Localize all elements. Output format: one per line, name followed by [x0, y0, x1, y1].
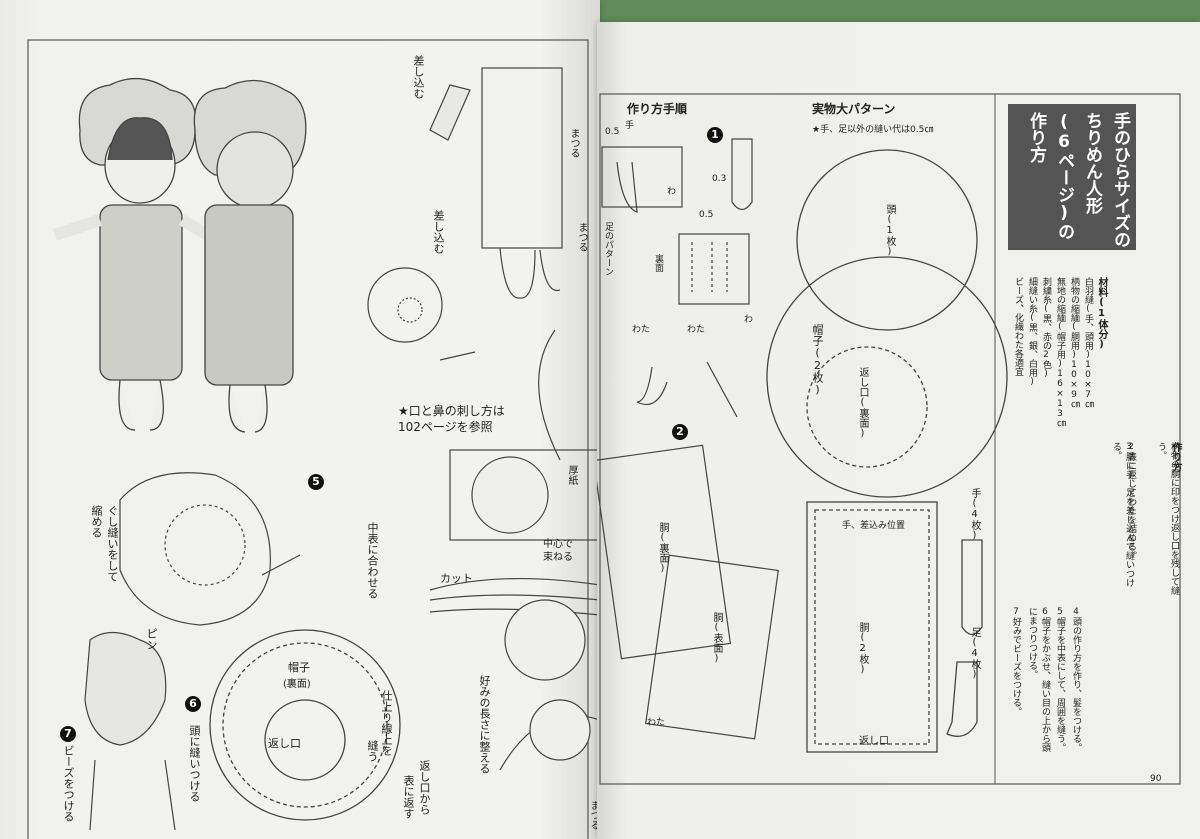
seam-allowance-note: ★手、足以外の縫い代は0.5㎝ [812, 125, 934, 135]
right-page-illustrations [597, 93, 1181, 785]
label-urame-r: 裏面 [653, 254, 663, 272]
step-2-badge: 2 [672, 424, 688, 440]
embroidery-hoop-diagram [367, 267, 561, 461]
label-dou-urame: 胴(裏面) [657, 522, 668, 574]
label-wata-1: わた [632, 325, 651, 335]
heading-jitsubutsu: 実物大パターン [812, 102, 896, 116]
label-atama-nui: 頭に縫いつける [188, 725, 201, 802]
label-gushi-nui: ぐし縫いをして [106, 505, 119, 582]
label-atsugami: 厚紙 [566, 465, 577, 485]
method-step-5: 5帽子を中表にして、周囲を縫う。 [1055, 607, 1065, 752]
label-kaeshiguchi-urame: 返し口(裏面) [857, 367, 868, 439]
label-chushin: 中心で [543, 539, 573, 550]
label-atama: 頭(1枚) [884, 204, 895, 257]
mouth-nose-note-2: 102ページを参照 [398, 420, 493, 434]
method-header: 作り方 [1170, 442, 1181, 472]
method-step-3: 3胴に手、足を差し込んで縫いつける。 [1111, 442, 1134, 587]
hat-gathering-diagram [119, 472, 301, 626]
method-step-6: 6帽子をかぶせ、縫い目の上から頭にまつりつける。 [1027, 607, 1050, 752]
label-kaeshi-from-2: 表に返す [402, 775, 415, 819]
label-tabaneru: 束ねる [543, 552, 573, 563]
method-step-2: 2表に返してわたを詰める。 [1126, 442, 1136, 560]
label-kaeshi-from-1: 返し口から [418, 760, 431, 815]
label-te-pattern: 手(4枚) [969, 488, 980, 541]
materials-line-1: 白羽縫(手、頭用)10×7㎝ [1083, 277, 1093, 409]
label-te-sashikomi: 手、差込み位置 [842, 521, 906, 531]
label-kaeshiguchi-r: 返し口 [859, 736, 889, 747]
step1-diagrams [601, 138, 753, 418]
label-boushi: 帽子 [288, 661, 310, 674]
mouth-nose-note-1: ★口と鼻の刺し方は [398, 404, 505, 418]
materials-section: 材料(1体分) 白羽縫(手、頭用)10×7㎝ 柄物の縮緬(胴用)10×9㎝ 無地… [1009, 272, 1109, 452]
label-wata-2: わた [687, 325, 706, 335]
materials-line-2: 柄物の縮緬(胴用)10×9㎝ [1069, 277, 1079, 409]
materials-line-5: 細縫い糸(黒、銀、白用) [1027, 277, 1037, 387]
label-matsuri-3: まつる [588, 800, 599, 830]
body-insert-diagram [429, 67, 563, 299]
label-nakaomote: 中表に合わせる [366, 522, 379, 599]
label-wa-2: わ [744, 315, 754, 325]
label-dou-omote: 胴(表面) [711, 612, 722, 664]
label-pin: ピン [145, 628, 158, 650]
label-ashi-pattern2: 足(4枚) [969, 627, 980, 680]
label-shiage-1: 仕上り線上を [380, 690, 393, 756]
step-1-badge: 1 [707, 127, 723, 143]
left-page: 差し込む まつる 差し込む まつる ★口と鼻の刺し方は 102ページを参照 ぐし… [0, 0, 600, 839]
label-kaeshiguchi: 返し口 [268, 737, 301, 750]
dim-03: 0.3 [712, 174, 727, 184]
dim-05a: 0.5 [605, 127, 620, 137]
label-wa-1: わ [667, 187, 677, 197]
doll-front-illustration [53, 77, 229, 431]
step-7-badge: 7 [60, 726, 76, 742]
label-sashikomu-mid: 差し込む [432, 210, 445, 254]
title-line-4: 作り方 [1026, 112, 1046, 163]
materials-header: 材料(1体分) [1096, 277, 1107, 350]
label-urame: (裏面) [283, 679, 311, 690]
face-diagram [429, 449, 600, 771]
left-page-illustrations [27, 39, 600, 839]
label-cut: カット [440, 572, 473, 585]
step2-body-diagram [597, 444, 779, 740]
doll-back-illustration [193, 79, 307, 433]
label-dou-pattern: 胴(2枚) [857, 622, 868, 675]
method-step-7: 7好みでビーズをつける。 [1011, 607, 1021, 716]
title-line-1: 手のひらサイズの [1110, 112, 1130, 248]
label-matsuri-1: まつる [568, 128, 579, 158]
step-6-badge: 6 [185, 696, 201, 712]
materials-line-4: 刺繍糸(黒、赤の2色) [1041, 277, 1051, 379]
method-step-1: 1手、足、胴用の布を中表に合わせ、柄物の胴に印をつけ返し口を残して縫う。 [1156, 442, 1184, 596]
step-5-badge: 5 [308, 474, 324, 490]
label-tejiri: 手 [623, 120, 633, 129]
label-wata-3: わた [647, 718, 666, 728]
label-beads: ビーズをつける [62, 745, 75, 822]
materials-line-3: 無地の縮緬(帽子用)16×13㎝ [1055, 277, 1065, 428]
label-sashikomu-top: 差し込む [412, 55, 425, 99]
dim-05b: 0.5 [699, 210, 714, 220]
hat-circle-diagram [209, 629, 401, 821]
article-title-box: 手のひらサイズの ちりめん人形 (6ページ)の 作り方 [1008, 104, 1136, 250]
head-attach-diagram [84, 631, 176, 831]
label-konomi: 好みの長さに整える [478, 675, 491, 774]
label-matsuri-2: まつる [576, 222, 587, 252]
label-chijimeru: 縮める [90, 505, 103, 538]
title-line-3: (6ページ)の [1054, 112, 1074, 240]
label-boushi-r: 帽子(2枚) [811, 324, 824, 396]
label-shiage-2: 縫う [366, 740, 379, 762]
heading-tsukurikata: 作り方手順 [627, 102, 688, 116]
title-line-2: ちりめん人形 [1082, 112, 1102, 214]
page-number: 90 [1150, 774, 1162, 784]
materials-line-6: ビーズ、化繊わた各適宜 [1013, 277, 1023, 376]
pattern-shapes [766, 149, 1008, 753]
label-ashi-pattern: 足のパターン [603, 222, 613, 276]
method-step-4: 4頭の作り方を作り、髪をつける。 [1071, 607, 1081, 752]
method-section: 作り方 1手、足、胴用の布を中表に合わせ、柄物の胴に印をつけ返し口を残して縫う。… [1009, 437, 1184, 767]
